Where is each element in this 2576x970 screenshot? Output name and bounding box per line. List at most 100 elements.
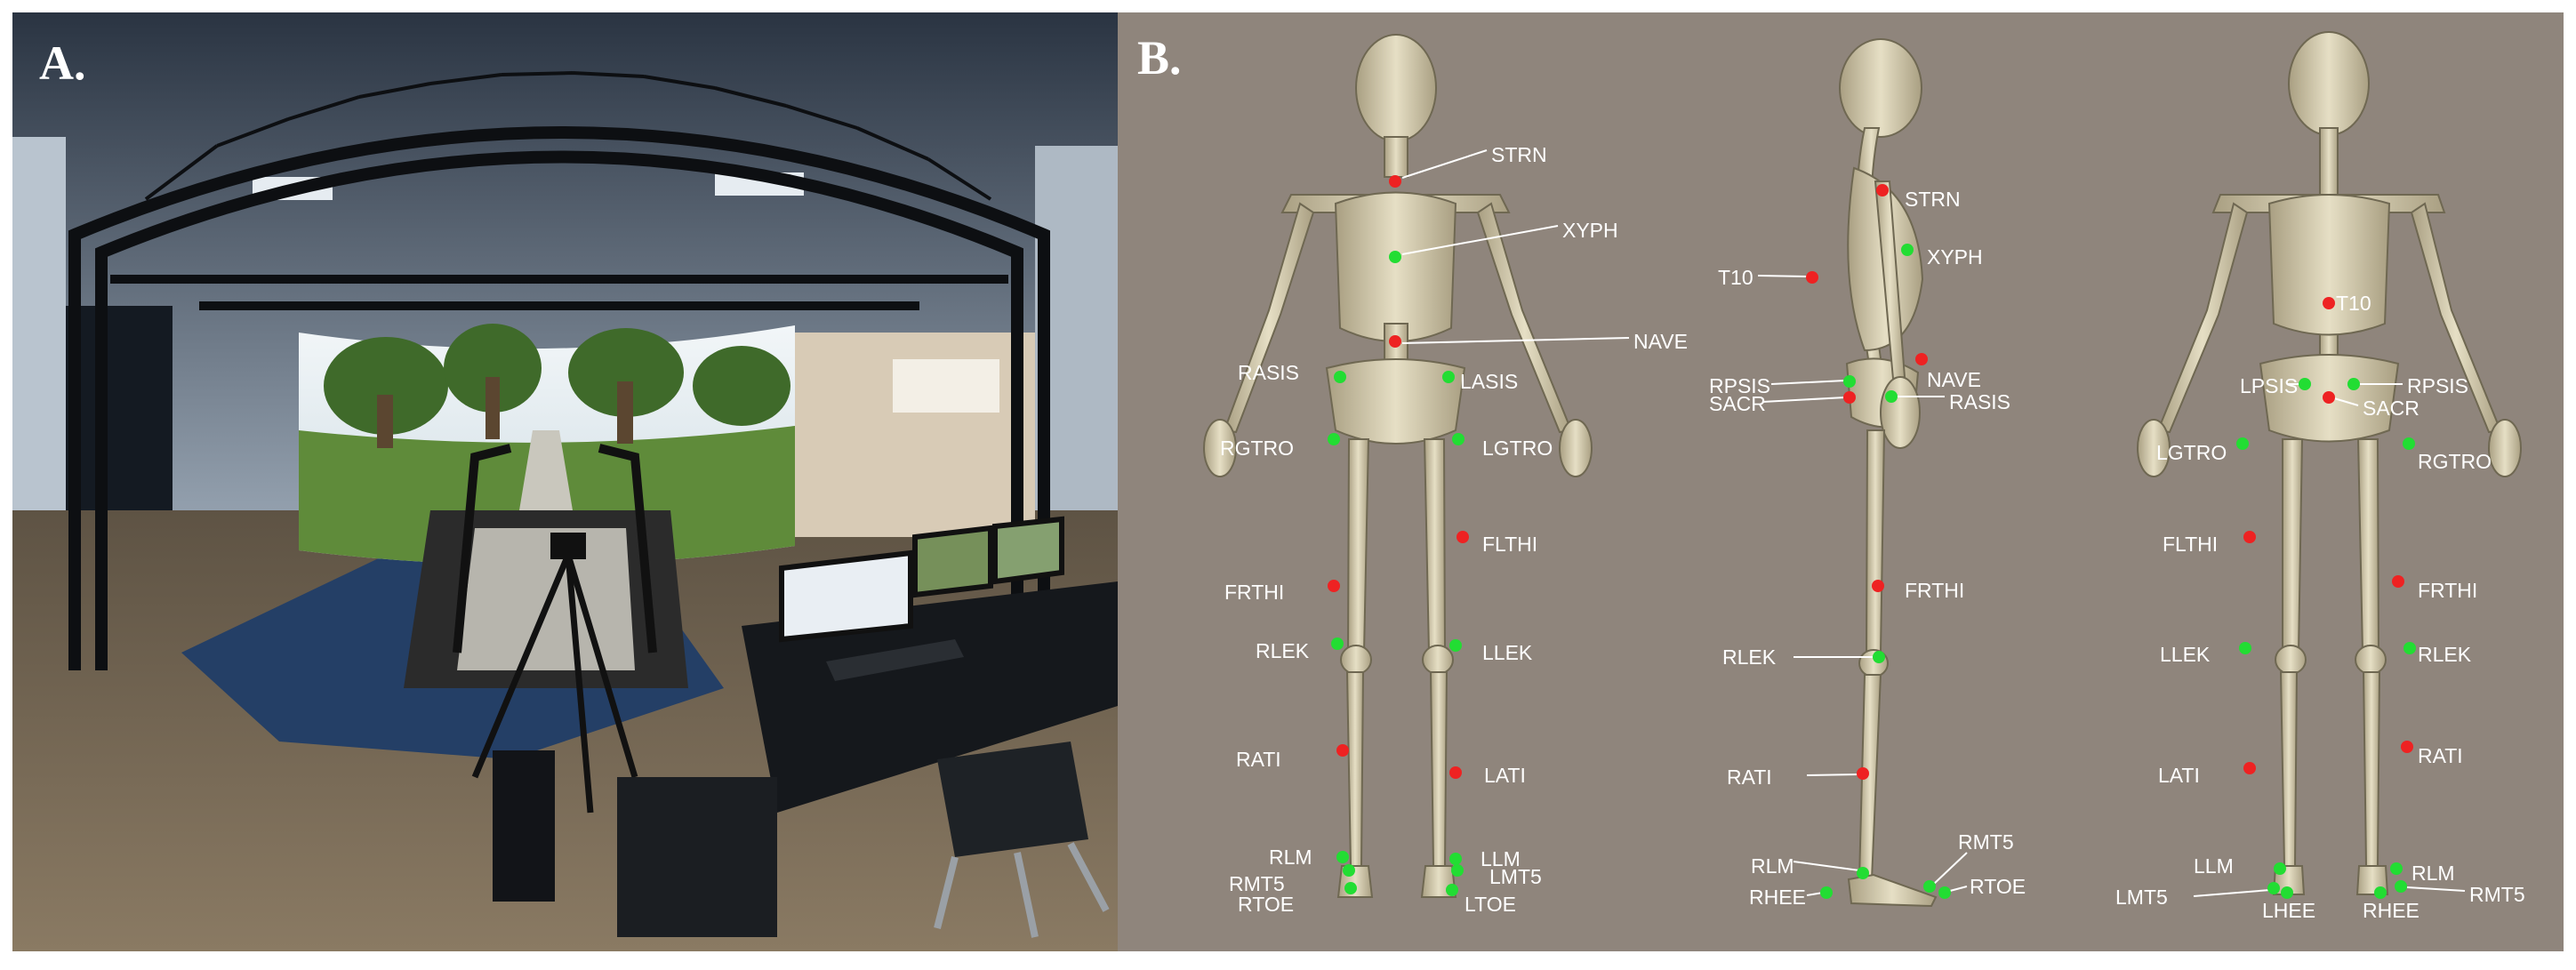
- marker-front-rtoe: [1344, 882, 1357, 894]
- marker-side-rmt5: [1923, 880, 1936, 893]
- foot: [1847, 873, 1938, 908]
- left-knee: [1422, 645, 1454, 675]
- right-knee: [1340, 645, 1372, 675]
- marker-front-lati: [1449, 766, 1462, 779]
- right-knee: [2355, 645, 2387, 675]
- marker-back-lhee: [2281, 886, 2293, 899]
- skeleton-front-view: [1203, 34, 1593, 898]
- marker-label-back-rlek: RLEK: [2418, 643, 2472, 666]
- marker-label-back-lhee: LHEE: [2262, 899, 2315, 922]
- femur: [1865, 429, 1886, 653]
- leader-line-side-rhee: [1806, 892, 1824, 896]
- marker-label-back-lmt5: LMT5: [2115, 886, 2168, 909]
- leader-line-back-rmt5: [2406, 886, 2466, 892]
- marker-front-rlm: [1336, 851, 1349, 863]
- marker-front-ltoe: [1446, 884, 1458, 896]
- marker-label-front-rasis: RASIS: [1238, 361, 1299, 384]
- skull: [1839, 38, 1922, 138]
- marker-front-llek: [1449, 639, 1462, 652]
- marker-label-front-lmt5: LMT5: [1489, 865, 1542, 888]
- marker-label-front-llek: LLEK: [1482, 641, 1533, 664]
- marker-label-back-lgtro: LGTRO: [2156, 441, 2227, 464]
- right-tibia: [2362, 671, 2381, 867]
- marker-label-back-rgtro: RGTRO: [2418, 450, 2492, 473]
- marker-back-frthi: [2392, 575, 2404, 588]
- marker-label-side-rlek: RLEK: [1722, 645, 1777, 669]
- hand: [1880, 376, 1921, 449]
- marker-label-front-lgtro: LGTRO: [1482, 437, 1553, 460]
- marker-label-back-flthi: FLTHI: [2163, 533, 2218, 556]
- marker-label-front-rmt5: RMT5: [1229, 872, 1285, 895]
- right-femur: [2356, 438, 2380, 653]
- cabinet: [893, 359, 999, 413]
- marker-front-nave: [1389, 335, 1401, 348]
- marker-back-lpsis: [2299, 378, 2311, 390]
- marker-back-t10: [2323, 297, 2335, 309]
- marker-label-front-strn: STRN: [1491, 143, 1547, 166]
- marker-side-strn: [1876, 184, 1889, 196]
- office-chair: [937, 742, 1088, 857]
- panel-a-label: A.: [39, 36, 86, 90]
- marker-label-back-rlm: RLM: [2411, 862, 2455, 885]
- marker-side-rhee: [1820, 886, 1833, 899]
- marker-label-side-rmt5: RMT5: [1958, 830, 2014, 854]
- marker-label-front-nave: NAVE: [1633, 330, 1688, 353]
- skeleton-back-view: [2137, 31, 2522, 895]
- left-knee: [2275, 645, 2307, 675]
- marker-back-rati: [2401, 741, 2413, 753]
- left-femur: [2282, 438, 2304, 653]
- marker-label-side-rati: RATI: [1727, 766, 1772, 789]
- leader-line-back-lmt5: [2193, 889, 2271, 897]
- marker-side-frthi: [1872, 580, 1884, 592]
- floor-unit: [493, 750, 555, 902]
- drawer-cabinet: [617, 777, 777, 937]
- marker-side-xyph: [1901, 244, 1914, 256]
- marker-front-rati: [1336, 744, 1349, 757]
- marker-label-front-lati: LATI: [1484, 764, 1526, 787]
- panel-a-lab-photo: A.: [12, 12, 1118, 951]
- leader-line-back-sacr: [2333, 397, 2359, 406]
- marker-back-lmt5: [2267, 882, 2280, 894]
- marker-front-rasis: [1334, 371, 1346, 383]
- left-hand: [2137, 419, 2171, 477]
- marker-front-flthi: [1457, 531, 1469, 543]
- marker-front-frthi: [1328, 580, 1340, 592]
- marker-label-side-rtoe: RTOE: [1970, 875, 2026, 898]
- keyboard: [826, 639, 964, 681]
- lab-scene: [12, 12, 1118, 951]
- leader-line-side-sacr: [1761, 397, 1846, 403]
- left-arm: [1476, 202, 1573, 434]
- marker-back-sacr: [2323, 391, 2335, 404]
- marker-label-back-t10: T10: [2336, 292, 2371, 315]
- right-hand: [1203, 419, 1237, 477]
- marker-front-llm: [1449, 853, 1462, 865]
- marker-label-front-xyph: XYPH: [1562, 219, 1618, 242]
- leader-line-side-t10: [1757, 275, 1809, 277]
- monitor: [779, 549, 913, 643]
- marker-label-back-lpsis: LPSIS: [2240, 374, 2298, 397]
- leader-line-side-rati: [1806, 774, 1859, 776]
- left-arm: [2156, 202, 2249, 434]
- marker-label-side-rpsis: RPSIS: [1709, 374, 1770, 397]
- marker-label-side-frthi: FRTHI: [1905, 579, 1964, 602]
- marker-front-lasis: [1442, 371, 1455, 383]
- marker-back-rlm: [2390, 862, 2403, 875]
- marker-label-front-ltoe: LTOE: [1465, 893, 1516, 916]
- marker-back-llm: [2274, 862, 2286, 875]
- panel-b-marker-diagram: B.: [1118, 12, 2564, 951]
- leader-line-side-rmt5: [1933, 852, 1968, 885]
- marker-side-rati: [1857, 767, 1869, 780]
- marker-label-back-sacr: SACR: [2363, 397, 2420, 420]
- ribcage: [2267, 194, 2391, 336]
- marker-label-side-xyph: XYPH: [1927, 245, 1983, 269]
- leader-line-front-nave: [1401, 337, 1630, 344]
- chair-base: [934, 842, 1110, 938]
- treadmill-belt: [457, 528, 635, 670]
- marker-front-lmt5: [1451, 864, 1464, 877]
- marker-label-side-rlm: RLM: [1751, 854, 1794, 878]
- pelvis: [1325, 358, 1466, 445]
- leader-line-side-rtoe: [1949, 886, 1968, 892]
- marker-back-rpsis: [2347, 378, 2360, 390]
- marker-label-front-rtoe: RTOE: [1238, 893, 1294, 916]
